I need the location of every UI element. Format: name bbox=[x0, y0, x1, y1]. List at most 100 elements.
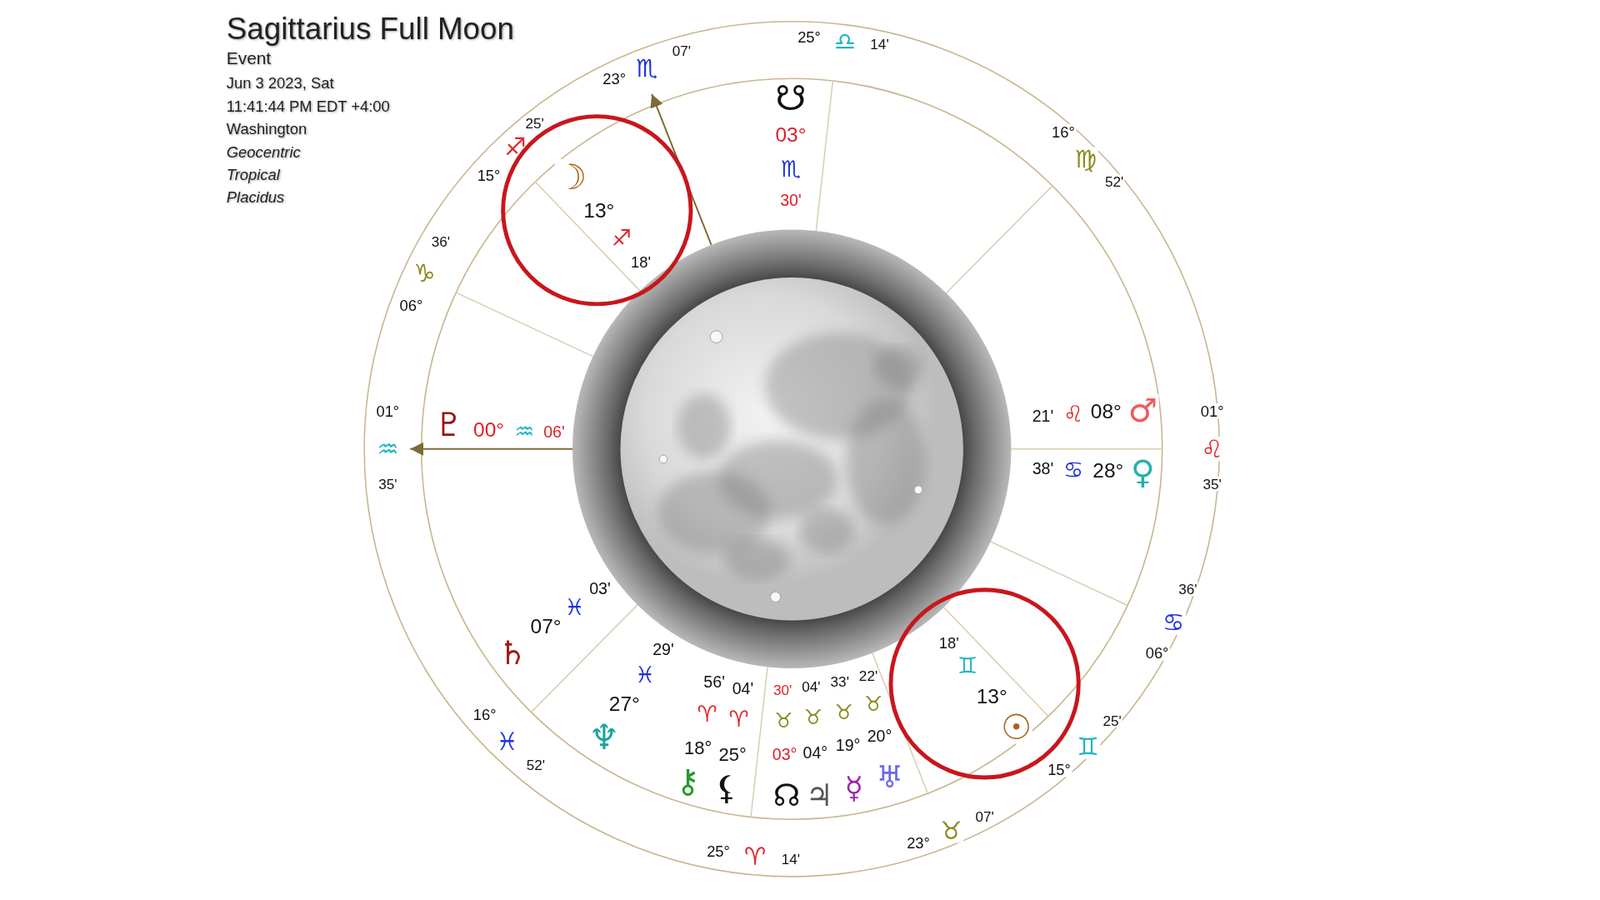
moon-crater bbox=[710, 330, 723, 344]
degree-label: 14' bbox=[869, 36, 890, 51]
degree-label: 25° bbox=[705, 843, 731, 859]
astro-glyph: ♆ bbox=[587, 719, 621, 755]
degree-label: 14' bbox=[780, 851, 802, 866]
degree-label: 03° bbox=[771, 746, 799, 764]
circle-outline bbox=[851, 550, 1117, 816]
chart-info: Event bbox=[226, 49, 271, 67]
chart-title: Sagittarius Full Moon bbox=[226, 13, 515, 45]
degree-label: 13° bbox=[582, 200, 615, 220]
astro-glyph: ☉ bbox=[1000, 709, 1034, 745]
degree-label: 19° bbox=[835, 737, 862, 755]
astro-glyph: ☋ bbox=[774, 80, 807, 116]
astro-glyph: ☿ bbox=[843, 772, 865, 804]
degree-label: 30' bbox=[779, 192, 803, 210]
moon-maria bbox=[658, 330, 925, 603]
degree-label: 16° bbox=[472, 706, 498, 722]
degree-label: 06° bbox=[1144, 645, 1170, 660]
moon-crater bbox=[770, 591, 780, 602]
degree-label: 25' bbox=[524, 116, 545, 131]
degree-label: 56' bbox=[702, 674, 726, 691]
astro-glyph: ♏ bbox=[780, 158, 803, 181]
highlight-circle: ☽13°♐18' bbox=[464, 77, 730, 343]
degree-label: 23° bbox=[601, 70, 627, 86]
degree-label: 35' bbox=[377, 476, 399, 491]
degree-label: 25' bbox=[1101, 713, 1123, 728]
house-cusp-line bbox=[944, 607, 1050, 717]
degree-label: 04' bbox=[730, 680, 755, 698]
degree-label: 18' bbox=[630, 255, 652, 270]
degree-label: 06° bbox=[398, 297, 424, 313]
astro-glyph: ♐ bbox=[610, 227, 633, 250]
degree-label: 01° bbox=[1200, 403, 1225, 419]
degree-label: 06' bbox=[542, 424, 566, 441]
degree-label: 08° bbox=[1090, 400, 1123, 421]
house-cusp-line bbox=[1010, 448, 1162, 450]
astro-glyph: ♉ bbox=[939, 818, 964, 843]
astro-glyph: ♂ bbox=[1127, 394, 1160, 427]
astro-glyph: ♉ bbox=[773, 710, 794, 730]
highlight-ring bbox=[503, 116, 691, 305]
degree-label: 15° bbox=[1046, 761, 1072, 777]
astro-glyph: ♉ bbox=[833, 701, 854, 722]
moon-mare bbox=[873, 346, 923, 388]
house-cusp-line bbox=[535, 181, 640, 291]
degree-label: 13° bbox=[975, 685, 1008, 706]
house-cusp-line bbox=[990, 541, 1128, 606]
degree-label: 07° bbox=[529, 616, 562, 637]
astro-glyph: ♍ bbox=[1073, 146, 1098, 171]
highlight-circle: ☉ 13° ♊ 18' bbox=[851, 550, 1117, 816]
astro-glyph: ⚷ bbox=[675, 765, 701, 798]
astro-glyph: ♄ bbox=[496, 636, 529, 670]
astro-glyph: ♊ bbox=[1075, 735, 1100, 760]
degree-label: 07' bbox=[974, 809, 995, 824]
astro-glyph: ♊ bbox=[956, 655, 980, 678]
degree-label: 18' bbox=[938, 635, 960, 650]
degree-label: 22' bbox=[858, 668, 880, 683]
degree-label: 07' bbox=[671, 44, 693, 59]
degree-label: 00° bbox=[472, 419, 505, 440]
degree-label: 23° bbox=[905, 835, 931, 850]
degree-label: 36' bbox=[1177, 581, 1199, 596]
degree-label: 20° bbox=[865, 728, 893, 745]
astro-glyph: ♒ bbox=[513, 420, 536, 443]
degree-label: 30' bbox=[772, 682, 794, 697]
astro-glyph: ♉ bbox=[863, 694, 884, 715]
astro-glyph: ♓ bbox=[563, 596, 586, 620]
astro-glyph: ♈ bbox=[695, 703, 719, 726]
chart-info: Placidus bbox=[226, 189, 285, 205]
moon-mare bbox=[724, 539, 790, 580]
moon-mare bbox=[677, 394, 731, 460]
house-cusp-line bbox=[945, 185, 1053, 294]
astro-glyph: ♓ bbox=[634, 664, 657, 687]
degree-label: 38' bbox=[1030, 460, 1055, 478]
astro-glyph: ⚸ bbox=[713, 771, 740, 805]
degree-label: 35' bbox=[1201, 476, 1223, 491]
degree-label: 18° bbox=[683, 739, 714, 758]
degree-label: 03° bbox=[774, 124, 807, 145]
degree-label: 03' bbox=[588, 580, 612, 598]
chart-info: Tropical bbox=[226, 166, 280, 182]
astro-glyph: ♓ bbox=[495, 730, 520, 755]
degree-label: 25° bbox=[717, 745, 748, 765]
astro-glyph: ♈ bbox=[727, 708, 750, 731]
astro-glyph: ♒ bbox=[375, 436, 400, 461]
astro-glyph: ♏ bbox=[635, 55, 660, 80]
astro-glyph: ♉ bbox=[803, 707, 824, 728]
degree-label: 21' bbox=[1030, 408, 1055, 425]
degree-label: 36' bbox=[430, 235, 452, 250]
astro-glyph: ♎ bbox=[832, 30, 857, 55]
astro-glyph: ♃ bbox=[805, 780, 835, 812]
astro-glyph: ♑ bbox=[412, 260, 437, 285]
astro-glyph: ♈ bbox=[743, 845, 768, 870]
highlight-ring bbox=[890, 590, 1079, 778]
astro-glyph: ♅ bbox=[875, 762, 905, 794]
chart-info: 11:41:44 PM EDT +4:00 bbox=[226, 98, 390, 114]
degree-label: 15° bbox=[475, 167, 501, 183]
astro-glyph: ♇ bbox=[433, 408, 465, 441]
astro-glyph: ♀ bbox=[1130, 455, 1156, 489]
axis-arrow bbox=[410, 448, 573, 450]
astro-glyph: ♋ bbox=[1161, 610, 1186, 635]
chart-info: Geocentric bbox=[226, 144, 301, 160]
astro-glyph: ♋ bbox=[1062, 459, 1085, 482]
